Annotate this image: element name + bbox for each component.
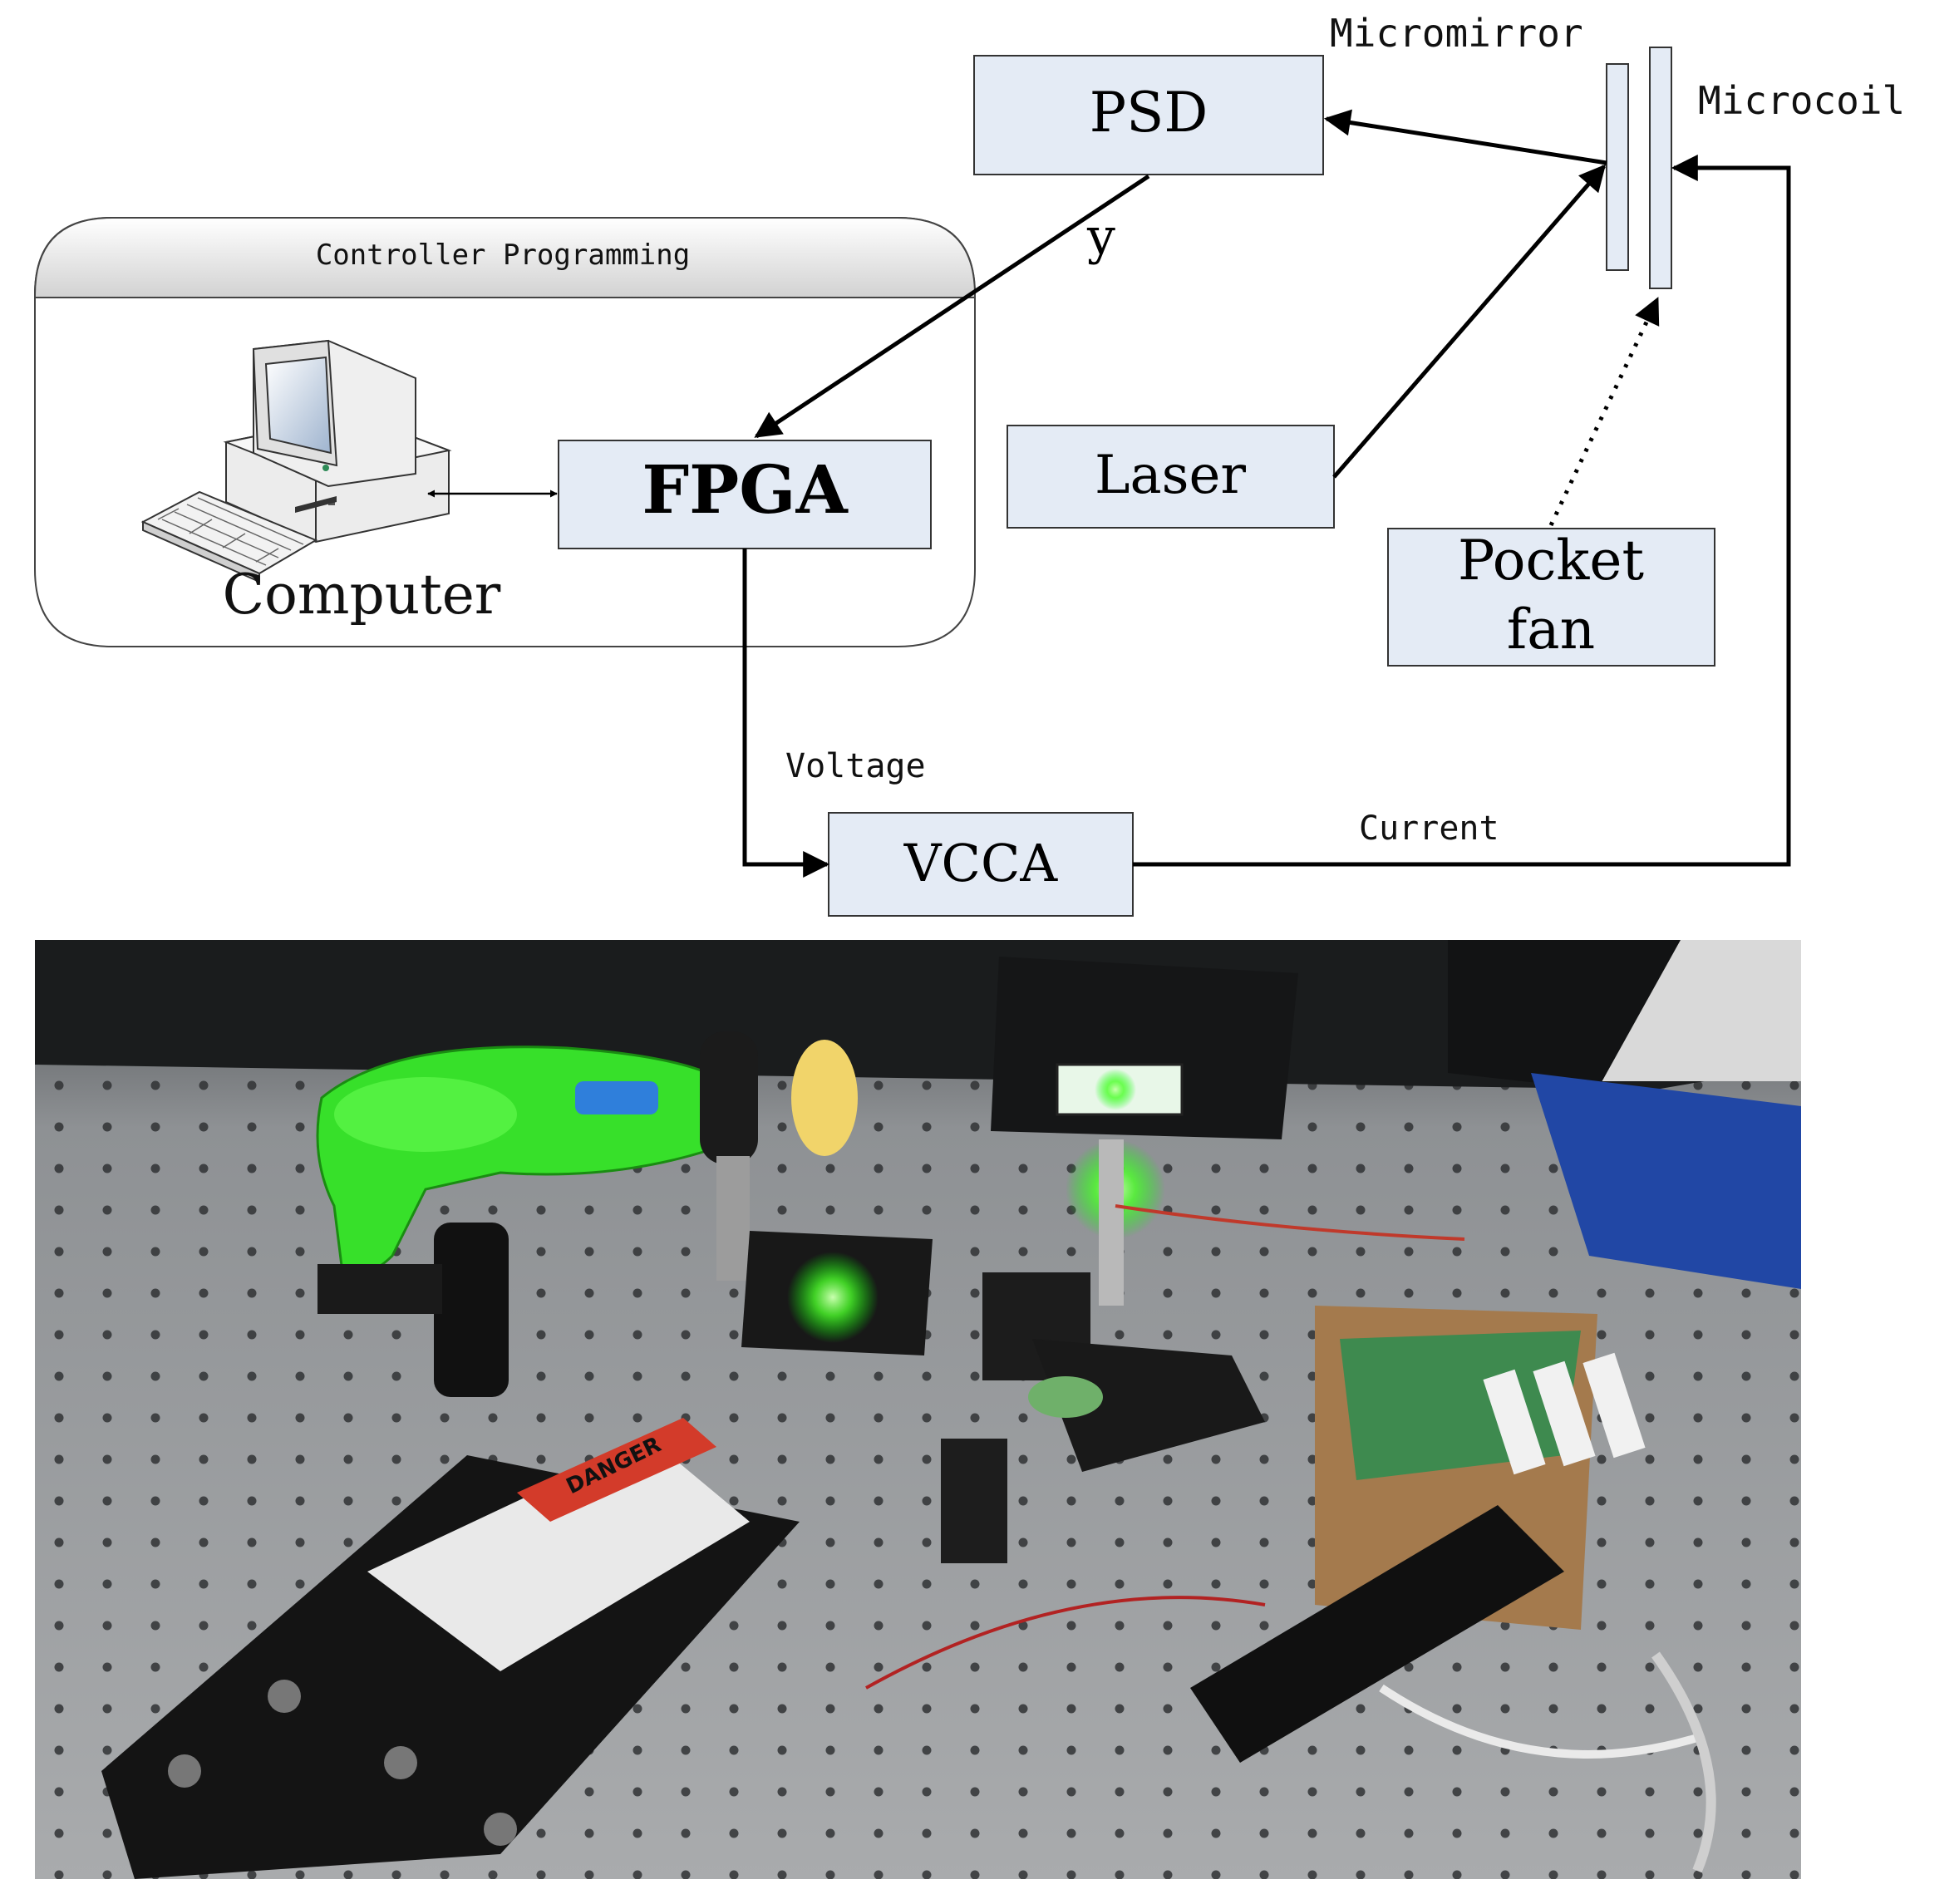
group-label: Controller Programming [316,239,690,272]
edge-fan-coil [1548,297,1660,527]
edge-fpga-vcca [742,549,830,878]
controller-programming-group: Controller Programming [34,217,976,647]
pocket-fan-block: Pocket fan [1387,528,1715,667]
lab-bench-photo: DANGER [35,940,1801,1879]
psd-mount-photo [982,957,1298,1380]
pocket-fan-label-line1: Pocket [1458,529,1644,593]
vcca-block: VCCA [828,812,1134,917]
fpga-label: FPGA [642,450,848,529]
signal-wire-photo [1115,1204,1465,1241]
computer-icon [140,339,452,583]
micromirror-label: Micromirror [1330,11,1583,56]
microcoil-plate [1649,47,1672,289]
edge-label-voltage: Voltage [785,747,926,785]
edge-label-current: Current [1359,809,1499,848]
micromirror-plate [1606,63,1629,271]
psd-label: PSD [1090,81,1208,145]
computer-label: Computer [223,563,501,627]
mirror-mounts-photo [317,1156,1265,1563]
fpga-block: FPGA [558,440,932,549]
microcoil-label: Microcoil [1698,78,1905,123]
signal-wire-photo-2 [865,1596,1266,1690]
edge-vcca-coil [1133,155,1791,867]
edge-mirror-psd [1323,109,1607,165]
vcca-label: VCCA [903,833,1059,893]
edge-psd-fpga [754,174,1150,439]
pocket-fan-photo [316,1031,858,1276]
edge-label-y: y [1086,208,1115,266]
laser-label: Laser [1095,445,1246,506]
pocket-fan-label-line2: fan [1507,598,1595,662]
system-block-diagram: Controller Programming Computer [34,11,1905,917]
edge-laser-mirror [1332,164,1607,479]
laser-block: Laser [1007,425,1335,529]
psd-block: PSD [973,55,1324,175]
circuit-board-photo [1190,1073,1801,1873]
